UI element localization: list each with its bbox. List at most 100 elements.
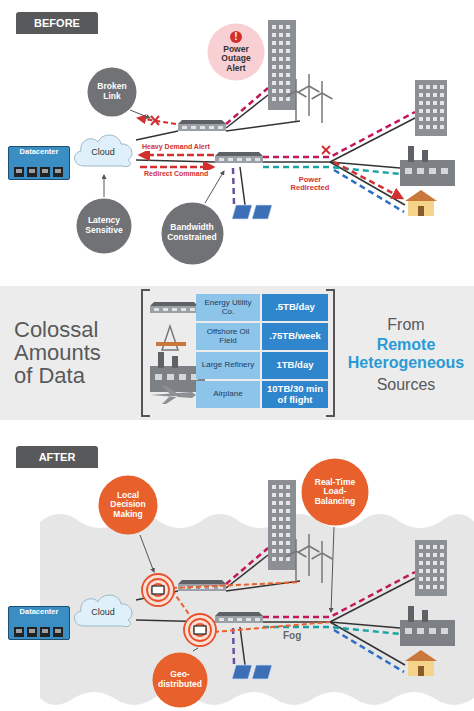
signal-label: Power Redirected — [286, 176, 334, 193]
wire — [226, 121, 300, 131]
bracket — [326, 290, 334, 416]
wire — [330, 578, 415, 622]
datacenter-box: Datacenter — [8, 606, 70, 640]
signal-label: Redirect Command — [142, 170, 210, 178]
rack-port — [55, 629, 61, 633]
wire — [263, 167, 400, 174]
callout-circle: !Power Outage Alert — [207, 23, 265, 81]
airplane-icon — [150, 386, 196, 404]
node-outline — [76, 198, 132, 254]
table-cell: Energy Utility Co. — [196, 294, 260, 321]
section-tab: AFTER — [16, 446, 98, 468]
break-mark — [322, 146, 330, 154]
rack-port — [14, 167, 24, 177]
wire — [233, 168, 234, 204]
wire — [334, 170, 404, 212]
datacenter-box: Datacenter — [8, 146, 70, 180]
fog-node-target — [142, 574, 174, 606]
region-label: Fog — [281, 630, 303, 641]
rack-port — [27, 167, 37, 177]
circle-fill — [153, 653, 208, 708]
windmill-icon — [312, 81, 333, 123]
cloud-shape: Cloud — [70, 130, 136, 170]
band-heading: Colossal Amounts of Data — [14, 318, 118, 387]
substation-icon — [178, 580, 226, 591]
circle-fill — [208, 24, 265, 81]
section-tab: BEFORE — [16, 12, 98, 34]
building-icon — [415, 540, 447, 596]
substation-icon — [215, 612, 263, 623]
windmill-icon — [286, 79, 307, 121]
callout-circle: Geo-distributed — [152, 652, 208, 708]
rack-port — [42, 169, 48, 173]
rack-port — [40, 627, 50, 637]
node-label: Datacenter — [20, 608, 59, 616]
table-cell: Airplane — [196, 381, 260, 408]
node-label: Latency Sensitive — [82, 216, 127, 235]
substation-icon — [150, 302, 198, 313]
table-cell: .5TB/day — [262, 294, 328, 321]
circle-fill — [77, 199, 132, 254]
node-label: Cloud — [91, 147, 115, 157]
leader-line — [193, 648, 198, 651]
wire — [240, 167, 245, 205]
rack-port — [55, 169, 61, 173]
house-icon — [405, 650, 437, 676]
house-icon — [405, 190, 437, 216]
node-outline — [9, 607, 71, 641]
source-icons — [150, 302, 205, 404]
band-caption: Sources — [340, 376, 472, 394]
wire — [330, 162, 405, 205]
wire — [140, 166, 213, 169]
table-cell: Large Refinery — [196, 352, 260, 379]
wire — [233, 628, 234, 664]
callout-circle: Latency Sensitive — [76, 198, 132, 254]
factory-icon — [150, 352, 205, 392]
alert-icon: ! — [230, 31, 242, 43]
leader-line — [140, 535, 154, 572]
fog-link — [172, 582, 300, 588]
wire — [334, 630, 404, 672]
windmill-icon — [312, 541, 333, 583]
break-mark — [151, 116, 159, 125]
before-scene — [104, 20, 455, 219]
node-label: Geo-distributed — [158, 670, 203, 689]
rack-port — [16, 629, 22, 633]
circle-fill — [99, 476, 158, 535]
node-label: Real-Time Load-Balancing — [308, 478, 362, 507]
wire — [263, 627, 400, 634]
rack-port — [29, 629, 35, 633]
node-outline — [301, 458, 369, 526]
circle-fill — [161, 202, 223, 264]
node-outline — [161, 202, 224, 265]
signal-label: Heavy Demand Alert — [140, 143, 212, 151]
node-label: Datacenter — [20, 148, 59, 156]
wire — [330, 622, 400, 628]
rack-port — [53, 627, 63, 637]
rack-port — [29, 169, 35, 173]
solar-panel-icon — [232, 205, 272, 219]
callout-circle: Broken Link — [87, 67, 137, 117]
leader-line — [104, 175, 105, 197]
cloud-outline — [75, 135, 132, 167]
cloud-shape: Cloud — [70, 590, 136, 630]
wire — [240, 627, 245, 665]
wire — [330, 622, 405, 665]
wire — [136, 131, 178, 140]
rack-port — [40, 167, 50, 177]
wire — [226, 581, 300, 591]
leader-line — [205, 171, 224, 203]
bracket — [142, 290, 150, 416]
wire — [263, 572, 415, 617]
node-outline — [98, 475, 158, 535]
band-caption: Remote Heterogeneous — [340, 336, 472, 372]
rack-port — [14, 627, 24, 637]
node-label: Bandwidth Constrained — [167, 223, 217, 242]
leader-line — [331, 527, 334, 612]
callout-circle: Bandwidth Constrained — [161, 202, 224, 265]
building-icon — [268, 480, 296, 570]
wire — [136, 160, 215, 162]
wire — [226, 95, 268, 128]
wire — [226, 548, 268, 584]
